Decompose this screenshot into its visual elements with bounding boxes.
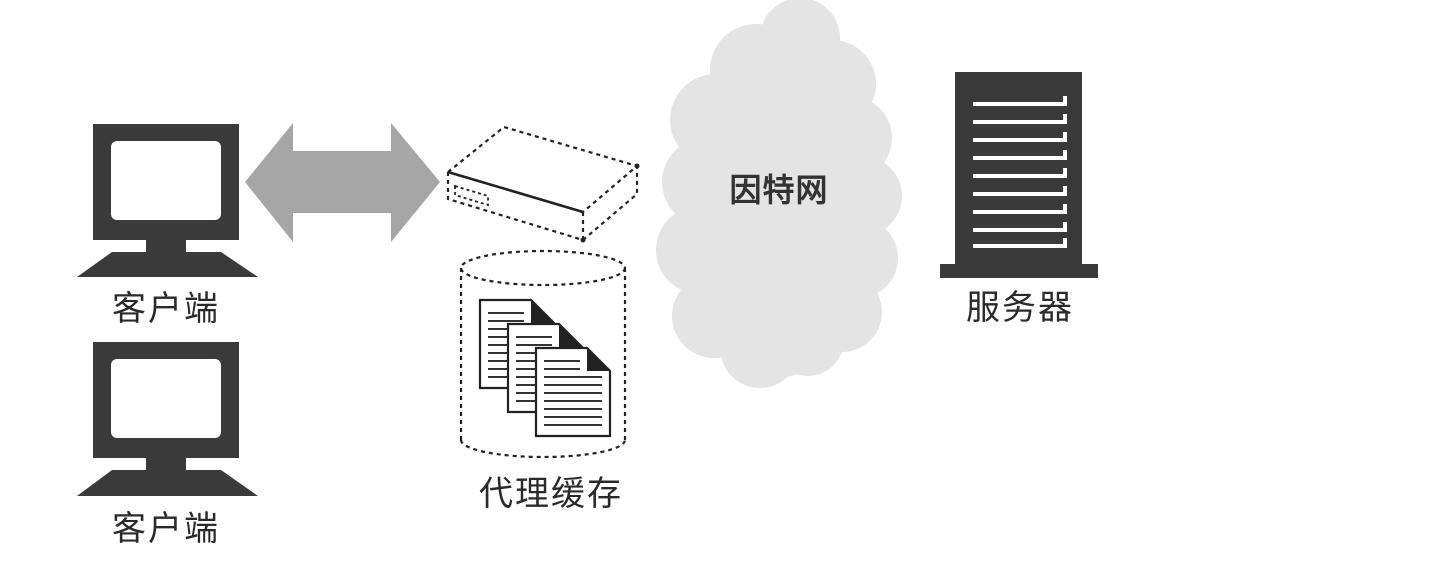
computer-icon [77,342,258,496]
proxy-cache[interactable]: 代理缓存 [459,249,627,514]
client-top[interactable]: 客户端 [77,124,258,329]
client-bottom[interactable]: 客户端 [77,342,258,549]
proxy-cache-label: 代理缓存 [479,474,623,514]
server[interactable]: 服务器 [940,72,1098,328]
proxy-device-icon [445,125,640,243]
internet-label: 因特网 [729,171,828,209]
computer-icon [77,124,258,277]
internet[interactable]: 因特网 [656,0,902,388]
server-label: 服务器 [966,288,1074,328]
cache-cylinder-icon [459,249,627,459]
client-top-label: 客户端 [112,289,220,329]
double-arrow-icon [245,123,440,242]
server-tower-icon [940,72,1098,278]
documents-icon [478,298,612,438]
client-bottom-label: 客户端 [112,509,220,549]
cloud-icon [656,0,902,388]
